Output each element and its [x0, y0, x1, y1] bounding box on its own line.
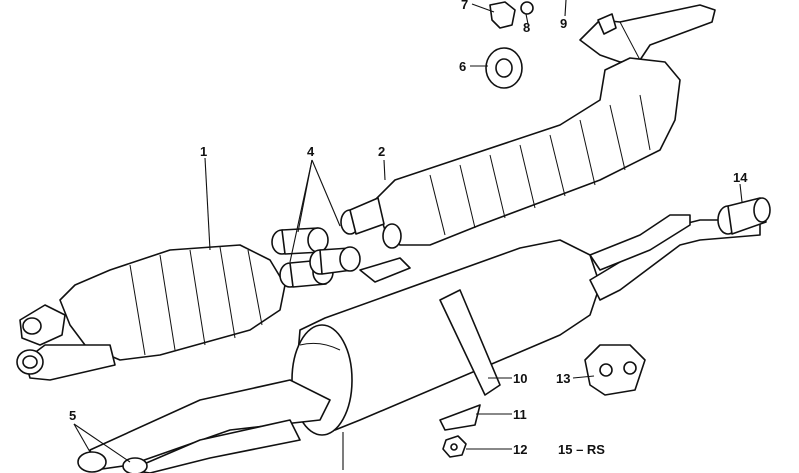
callout-10: 10: [513, 371, 527, 386]
callout-12: 12: [513, 442, 527, 457]
callout-2: 2: [378, 144, 385, 159]
callout-7: 7: [461, 0, 468, 12]
callout-1: 1: [200, 144, 207, 159]
callout-15: 15 – RS: [558, 442, 605, 457]
part-12-nut: [442, 435, 467, 458]
callout-6: 6: [459, 59, 466, 74]
callout-14: 14: [733, 170, 748, 185]
callout-11: 11: [513, 407, 527, 422]
callout-5: 5: [69, 408, 76, 423]
part-9-pipe-bracket: [579, 4, 716, 63]
leader-lines: [73, 0, 743, 470]
callout-4: 4: [307, 144, 315, 159]
part-14-sleeve: [717, 197, 771, 235]
part-5-tail-pipes: [77, 379, 331, 473]
callout-9: 9: [560, 16, 567, 31]
part-3-rear-silencer: [291, 214, 761, 436]
callout-labels: 1 2 4 5 6 7 8 9 10 11 12 13 14 15 – RS: [69, 0, 748, 457]
part-13-hanger: [584, 344, 646, 396]
callout-8: 8: [523, 20, 530, 35]
part-1-catalytic-converter: [16, 244, 286, 381]
part-7-8-clamp: [489, 1, 534, 29]
part-4-sleeves: [271, 227, 361, 288]
part-6-rubber-mount: [485, 47, 523, 89]
part-2-center-silencer: [340, 57, 681, 249]
callout-13: 13: [556, 371, 570, 386]
